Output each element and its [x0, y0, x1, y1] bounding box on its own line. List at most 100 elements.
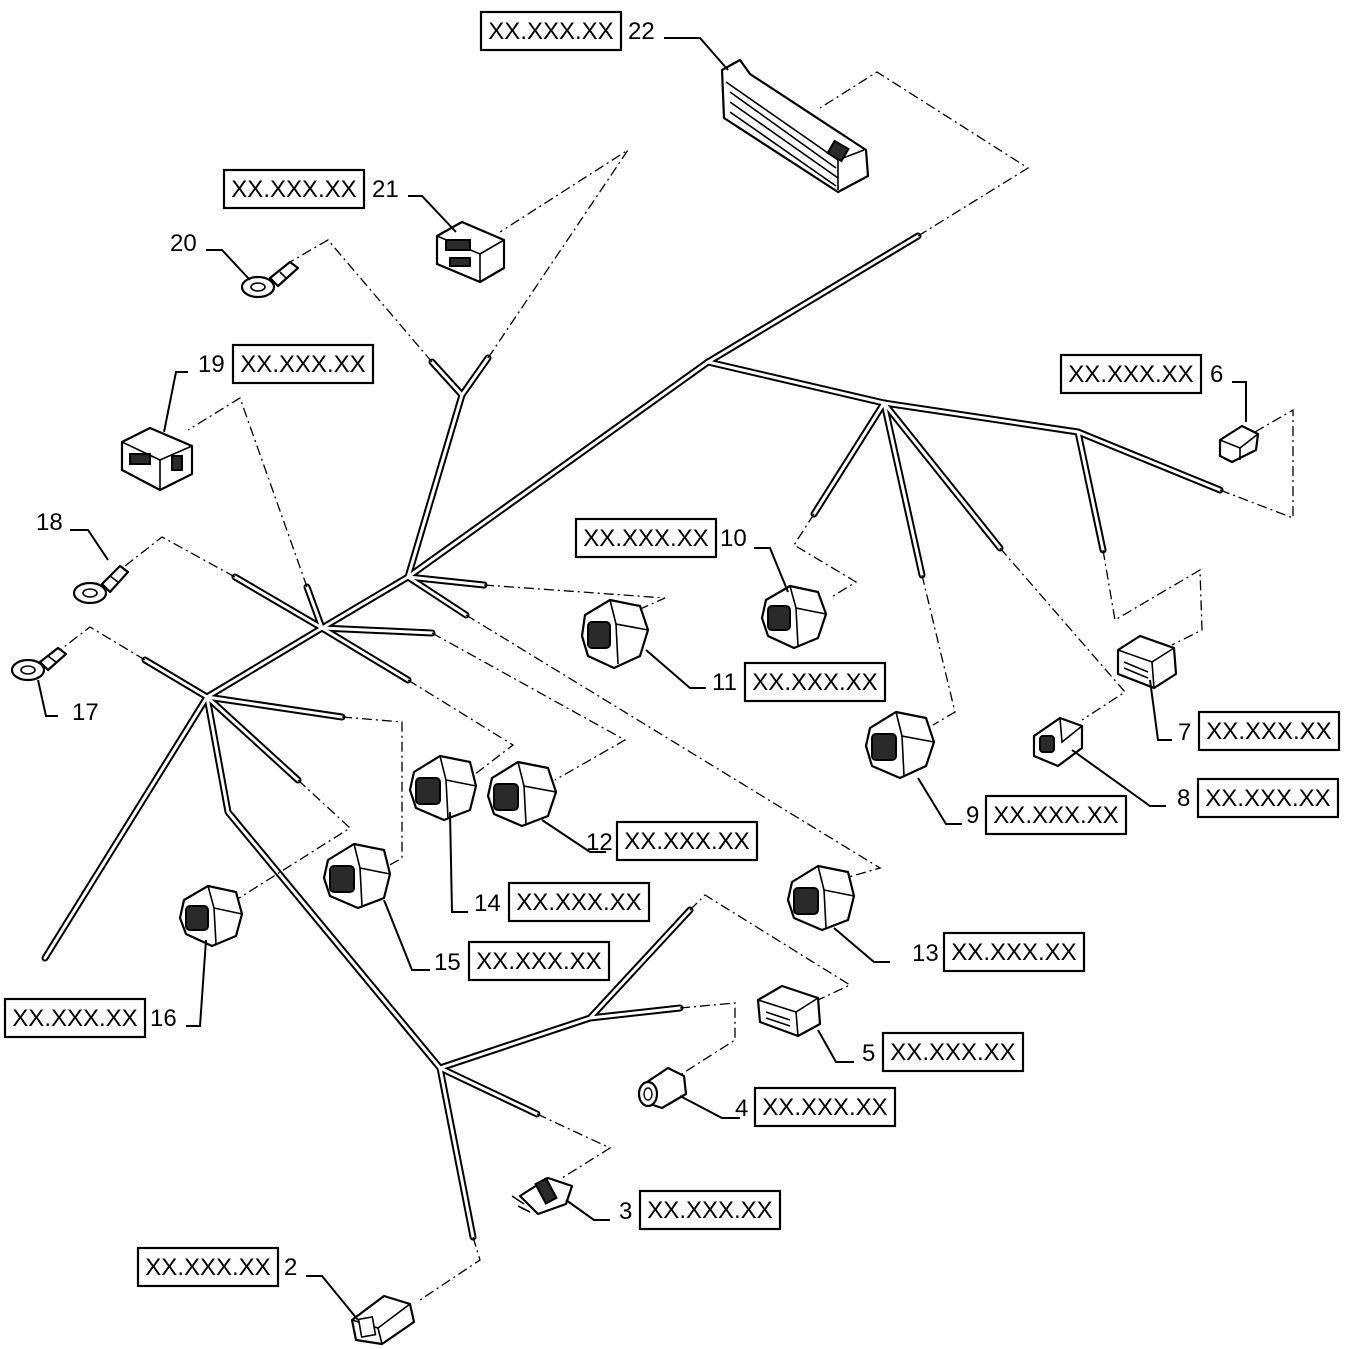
part-code-box — [1196, 777, 1340, 819]
harness-wire-core-7 — [460, 356, 490, 397]
part-code-8: XX.XXX.XX — [1205, 785, 1330, 812]
connector-19-icon — [120, 426, 194, 492]
item-number-2: 2 — [284, 1254, 297, 1281]
callout-14: 14 XX.XXX.XX — [474, 881, 651, 923]
item-number-4: 4 — [735, 1095, 748, 1122]
callout-5: 5 XX.XXX.XX — [862, 1031, 1025, 1073]
part-code-4: XX.XXX.XX — [762, 1094, 887, 1121]
part-code-box — [3, 997, 147, 1039]
item-number-15: 15 — [434, 949, 461, 976]
callout-13: 13 XX.XXX.XX — [912, 931, 1086, 973]
harness-wire-core-9 — [406, 575, 468, 617]
harness-wire-core-14 — [143, 658, 209, 699]
part-code-box — [467, 940, 611, 982]
part-code-16: XX.XXX.XX — [12, 1005, 137, 1032]
item-number-10: 10 — [720, 525, 747, 552]
item-number-17: 17 — [72, 699, 99, 726]
connector-16-icon — [178, 884, 244, 948]
leader-lines — [37, 37, 1247, 1321]
connector-10-icon — [760, 584, 828, 650]
connector-3-icon — [511, 1176, 574, 1216]
connector-21-icon — [435, 220, 506, 284]
callout-17: 17 — [72, 699, 99, 726]
part-code-2: XX.XXX.XX — [145, 1254, 270, 1281]
harness-wire-core-1 — [706, 360, 1222, 492]
callout-2: XX.XXX.XX 2 — [136, 1246, 297, 1288]
part-code-box — [507, 881, 651, 923]
harness-wire-core-15 — [205, 695, 344, 719]
part-code-22: XX.XXX.XX — [488, 18, 613, 45]
connector-13-icon — [786, 864, 856, 932]
callout-19: 19 XX.XXX.XX — [198, 343, 375, 385]
harness-wire-core-17 — [205, 695, 475, 1239]
item-number-7: 7 — [1178, 719, 1191, 746]
part-code-box — [753, 1086, 897, 1128]
item-number-20: 20 — [170, 230, 197, 257]
item-number-3: 3 — [619, 1198, 632, 1225]
part-code-box — [222, 168, 366, 210]
callout-10: XX.XXX.XX 10 — [574, 517, 747, 559]
connector-8-icon — [1032, 716, 1084, 768]
callout-7: 7 XX.XXX.XX — [1178, 710, 1341, 752]
callout-6: XX.XXX.XX 6 — [1059, 353, 1223, 395]
item-number-8: 8 — [1177, 785, 1190, 812]
item-number-21: 21 — [372, 176, 399, 203]
part-code-box — [942, 931, 1086, 973]
part-code-21: XX.XXX.XX — [231, 176, 356, 203]
connector-5-icon — [756, 984, 822, 1038]
connector-15-icon — [322, 842, 392, 910]
connector-22-ecu-icon — [720, 58, 870, 194]
item-number-12: 12 — [586, 829, 613, 856]
part-code-box — [1059, 353, 1203, 395]
harness-wire-core-16 — [205, 695, 300, 782]
harness-wire-core-19 — [588, 908, 692, 1020]
connector-6-icon — [1218, 424, 1260, 464]
connector-7-icon — [1116, 634, 1178, 690]
part-code-13: XX.XXX.XX — [951, 939, 1076, 966]
harness-wire-core-10 — [233, 575, 324, 630]
part-code-box — [479, 10, 623, 52]
part-code-15: XX.XXX.XX — [476, 948, 601, 975]
part-code-11: XX.XXX.XX — [752, 669, 877, 696]
callout-20: 20 — [170, 230, 197, 257]
part-code-10: XX.XXX.XX — [583, 525, 708, 552]
callout-15: 15 XX.XXX.XX — [434, 940, 611, 982]
harness-wire-core-20 — [438, 1066, 539, 1116]
harness-wire-core-11 — [305, 585, 324, 630]
item-number-16: 16 — [150, 1005, 177, 1032]
part-code-box — [638, 1189, 782, 1231]
ring-terminal-20-icon — [240, 260, 300, 299]
part-code-box — [574, 517, 718, 559]
connector-4-icon — [637, 1066, 688, 1110]
part-code-9: XX.XXX.XX — [993, 802, 1118, 829]
callout-9: 9 XX.XXX.XX — [966, 794, 1128, 836]
callout-22: XX.XXX.XX 22 — [479, 10, 655, 52]
harness-wire-core-12 — [320, 626, 434, 635]
part-code-19: XX.XXX.XX — [240, 351, 365, 378]
connection-lines — [59, 71, 1294, 1301]
item-number-13: 13 — [912, 940, 939, 967]
item-number-19: 19 — [198, 351, 225, 378]
harness-wire-core-13 — [320, 626, 410, 682]
callout-8: 8 XX.XXX.XX — [1177, 777, 1340, 819]
part-code-3: XX.XXX.XX — [647, 1197, 772, 1224]
ring-terminal-17-icon — [10, 646, 68, 682]
part-code-12: XX.XXX.XX — [624, 828, 749, 855]
connector-11-icon — [580, 598, 650, 670]
part-code-box — [231, 343, 375, 385]
harness-wire-core-0 — [43, 234, 920, 960]
callout-21: XX.XXX.XX 21 — [222, 168, 399, 210]
callout-4: 4 XX.XXX.XX — [735, 1086, 897, 1128]
harness-wire-core-5 — [1076, 430, 1105, 552]
connector-14-icon — [408, 754, 478, 822]
callout-12: 12 XX.XXX.XX — [586, 820, 759, 862]
item-number-9: 9 — [966, 802, 979, 829]
part-code-5: XX.XXX.XX — [890, 1039, 1015, 1066]
item-number-5: 5 — [862, 1040, 875, 1067]
callout-3: 3 XX.XXX.XX — [619, 1189, 782, 1231]
ring-terminal-18-icon — [72, 564, 130, 605]
callout-labels: XX.XXX.XX 22 XX.XXX.XX 21 20 19 XX.XXX.X… — [3, 10, 1341, 1288]
harness-wire-core-3 — [882, 401, 924, 577]
connector-12-icon — [486, 760, 558, 828]
